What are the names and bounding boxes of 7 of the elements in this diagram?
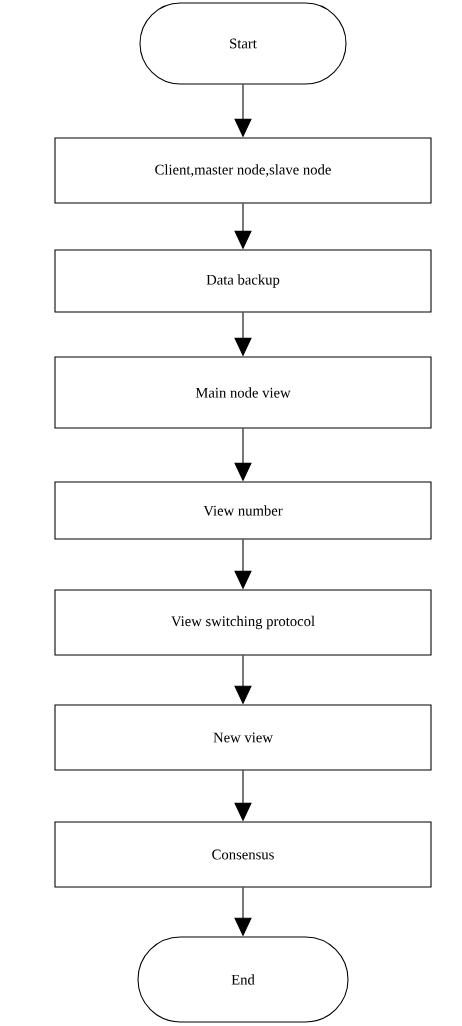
process-box: Consensus xyxy=(54,821,432,888)
process-box: Client,master node,slave node xyxy=(54,137,432,204)
process-box: Main node view xyxy=(54,356,432,429)
process-box: Data backup xyxy=(54,249,432,313)
process-box: View switching protocol xyxy=(54,589,432,656)
process-box: View number xyxy=(54,481,432,540)
process-box: New view xyxy=(54,704,432,771)
